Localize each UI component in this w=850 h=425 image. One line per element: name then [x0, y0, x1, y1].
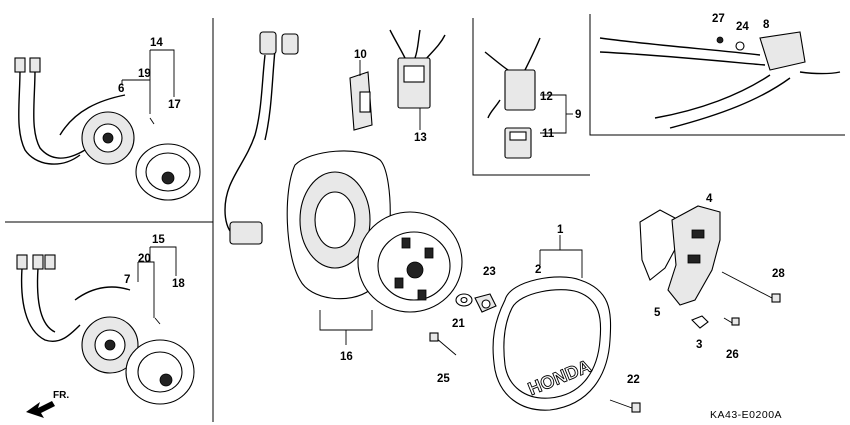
- label-18: 18: [172, 278, 185, 290]
- label-21: 21: [452, 318, 465, 330]
- label-1: 1: [557, 224, 564, 236]
- label-14: 14: [150, 37, 163, 49]
- label-24: 24: [736, 21, 749, 33]
- label-20: 20: [138, 253, 151, 265]
- label-8: 8: [763, 19, 770, 31]
- label-2: 2: [535, 264, 541, 276]
- label-11: 11: [542, 128, 555, 140]
- label-27: 27: [712, 13, 725, 25]
- label-28: 28: [772, 268, 785, 280]
- label-16: 16: [340, 351, 353, 363]
- direction-label: FR.: [53, 390, 69, 401]
- bolt-25: [429, 332, 457, 356]
- label-7: 7: [124, 274, 130, 286]
- label-12: 12: [540, 91, 553, 103]
- label-15: 15: [152, 234, 165, 246]
- frame-lines: [5, 14, 845, 422]
- label-26: 26: [726, 349, 739, 361]
- diagram-code: KA43-E0200A: [710, 409, 782, 421]
- generator-kit-b: [16, 254, 195, 405]
- label-19: 19: [138, 68, 151, 80]
- stator-and-rotor: [224, 31, 463, 313]
- leader-lines: [121, 49, 583, 345]
- pulser-parts: [599, 31, 841, 129]
- label-10: 10: [354, 49, 367, 61]
- label-3: 3: [696, 339, 702, 351]
- label-9: 9: [575, 109, 581, 121]
- label-4: 4: [706, 193, 713, 205]
- ignition-coil-parts: [484, 37, 541, 159]
- label-23: 23: [483, 266, 496, 278]
- washer-and-nut: [455, 293, 497, 313]
- bolt-22: [609, 399, 641, 413]
- label-25: 25: [437, 373, 450, 385]
- generator-cover: HONDA: [492, 276, 612, 411]
- label-5: 5: [654, 307, 661, 319]
- sprocket-guard-parts: [639, 205, 781, 329]
- generator-kit-a: [14, 57, 201, 201]
- label-13: 13: [414, 132, 427, 144]
- label-17: 17: [168, 99, 181, 111]
- front-direction-arrow: FR.: [26, 390, 69, 418]
- label-22: 22: [627, 374, 640, 386]
- cdi-unit-parts: [349, 29, 446, 131]
- callout-labels: 14 19 6 17 15 20 7 18 10 13 12 9 11 27 2…: [118, 13, 785, 421]
- label-6: 6: [118, 83, 124, 95]
